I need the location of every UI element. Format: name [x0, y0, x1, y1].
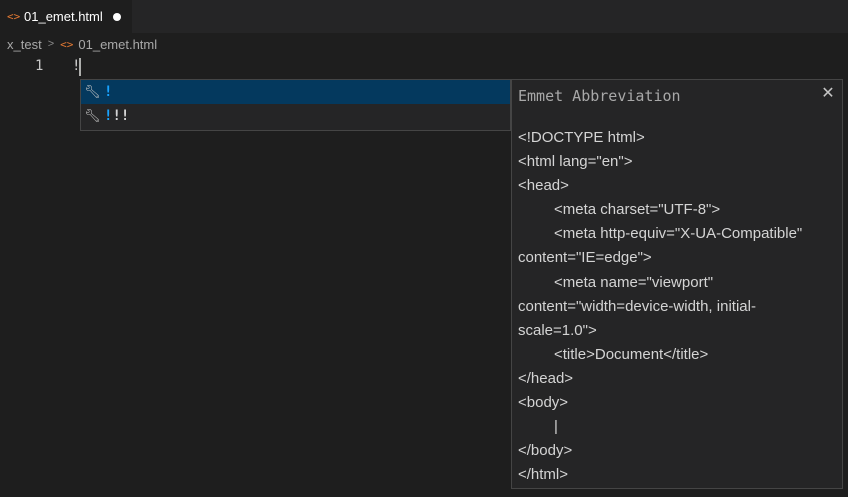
code-preview-line: content="IE=edge">: [518, 249, 652, 267]
tab-01-emet-html[interactable]: <> 01_emet.html: [0, 0, 132, 33]
code-preview-line: </head>: [518, 369, 574, 387]
wrench-icon: 🔧︎: [84, 84, 101, 100]
code-preview-line: </body>: [518, 442, 573, 460]
line-number: 1: [35, 58, 44, 74]
code-preview-line: <meta name="viewport": [554, 273, 714, 291]
breadcrumb: x_test > <> 01_emet.html: [0, 33, 848, 55]
suggest-item[interactable]: 🔧︎ ! !!: [81, 104, 510, 128]
code-preview-line: content="width=device-width, initial-: [518, 297, 756, 315]
html-file-icon: <>: [60, 37, 74, 51]
wrench-icon: 🔧︎: [84, 108, 101, 124]
suggest-item-rest: !!: [112, 108, 130, 124]
chevron-right-icon: >: [47, 38, 55, 50]
code-line[interactable]: !: [72, 58, 81, 74]
code-preview-line: <head>: [518, 177, 569, 195]
tab-bar: <> 01_emet.html: [0, 0, 848, 33]
code-preview-line: scale=1.0">: [518, 321, 597, 339]
suggest-item-selected[interactable]: 🔧︎ !: [81, 80, 510, 104]
unsaved-dot-icon[interactable]: [112, 12, 121, 21]
code-preview-line: <body>: [518, 394, 569, 412]
code-preview-line: <meta http-equiv="X-UA-Compatible": [554, 225, 803, 243]
breadcrumb-file[interactable]: 01_emet.html: [78, 36, 158, 52]
code-preview-line: <meta charset="UTF-8">: [554, 201, 721, 219]
suggest-item-match: !: [104, 108, 113, 124]
code-preview-line: |: [554, 418, 558, 436]
details-title: Emmet Abbreviation: [518, 87, 681, 105]
code-preview-line: <html lang="en">: [518, 153, 633, 171]
text-cursor: [79, 58, 81, 76]
suggest-details-panel: Emmet Abbreviation ✕ <!DOCTYPE html> <ht…: [511, 79, 843, 489]
code-preview-line: <title>Document</title>: [554, 345, 709, 363]
code-preview-line: <!DOCTYPE html>: [518, 129, 645, 146]
suggest-item-match: !: [104, 84, 113, 100]
details-code-preview: <!DOCTYPE html> <html lang="en"> <head> …: [518, 126, 838, 487]
code-preview-line: </html>: [518, 466, 569, 484]
html-file-icon: <>: [7, 10, 21, 23]
breadcrumb-folder[interactable]: x_test: [7, 36, 42, 52]
suggest-widget: 🔧︎ ! 🔧︎ ! !!: [80, 79, 511, 131]
close-icon[interactable]: ✕: [821, 85, 835, 102]
tab-label: 01_emet.html: [24, 9, 103, 24]
